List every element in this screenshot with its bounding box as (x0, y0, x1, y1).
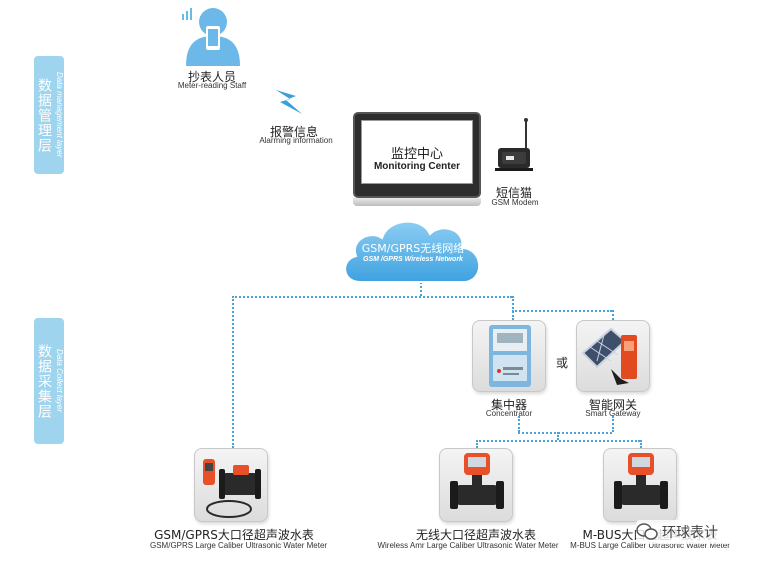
meter-wireless-tile (439, 448, 513, 522)
network-label-zh: GSM/GPRS无线网络 (361, 242, 465, 255)
layer-management-en: Data management layer (55, 72, 64, 158)
watermark-text: 环球表计 (662, 525, 718, 541)
meter-wireless-label-en: Wireless Amr Large Caliber Ultrasonic Wa… (377, 541, 559, 550)
meter-wireless-label-zh: 无线大口径超声波水表 (415, 528, 536, 542)
layer-collect-en: Data Collect layer (55, 349, 64, 413)
staff-person-icon (180, 4, 240, 66)
layer-management-zh: 数据管理层 (36, 77, 52, 153)
meter-gprs-label-zh: GSM/GPRS大口径超声波水表 (154, 528, 314, 542)
concentrator-label-zh: 集中器 (490, 398, 527, 412)
network-label-en: GSM /GPRS Wireless Network (363, 256, 463, 263)
watermark: 环球表计 (636, 520, 748, 544)
meter-gprs-icon (203, 459, 261, 518)
gateway-tile (576, 320, 650, 392)
monitoring-center-monitor: 监控中心 Monitoring Center (353, 112, 481, 198)
concentrator-tile (472, 320, 546, 392)
meter-gprs-label-en: GSM/GPRS Large Caliber Ultrasonic Water … (150, 541, 328, 550)
alarm-lightning-icon (272, 84, 306, 118)
gateway-label-zh: 智能网关 (588, 398, 637, 412)
monitor-base (353, 198, 481, 206)
layer-bar-management: 数据管理层 Data management layer (34, 56, 64, 174)
meter-mbus-icon (614, 453, 668, 509)
concentrator-device-icon (489, 325, 531, 387)
center-label-en: Monitoring Center (373, 161, 461, 172)
meter-wireless-icon (450, 453, 504, 509)
alarm-label-en: Alarming information (259, 136, 333, 145)
gateway-label-en: Smart Gateway (585, 409, 641, 418)
concentrator-label-en: Concentrator (485, 409, 533, 418)
or-label: 或 (555, 356, 568, 370)
alarm-label-zh: 报警信息 (269, 125, 318, 139)
meter-gprs-tile (194, 448, 268, 522)
meter-mbus-label-en: M-BUS Large Caliber Ultrasonic Water Met… (570, 541, 730, 550)
wireless-network-cloud: GSM/GPRS无线网络 GSM /GPRS Wireless Network (338, 208, 488, 290)
staff-label-en: Meter-reading Staff (177, 81, 247, 90)
layer-collect-zh: 数据采集层 (36, 343, 52, 419)
staff-label-zh: 抄表人员 (187, 70, 236, 84)
smart-gateway-icon (581, 327, 637, 385)
modem-label-zh: 短信猫 (495, 186, 532, 200)
meter-mbus-tile (603, 448, 677, 522)
wechat-icon (636, 523, 658, 540)
monitor-screen: 监控中心 Monitoring Center (361, 120, 473, 184)
gsm-modem-icon (494, 118, 540, 174)
modem-label-en: GSM Modem (491, 198, 539, 207)
layer-bar-collect: 数据采集层 Data Collect layer (34, 318, 64, 444)
center-label-zh: 监控中心 (390, 147, 443, 162)
